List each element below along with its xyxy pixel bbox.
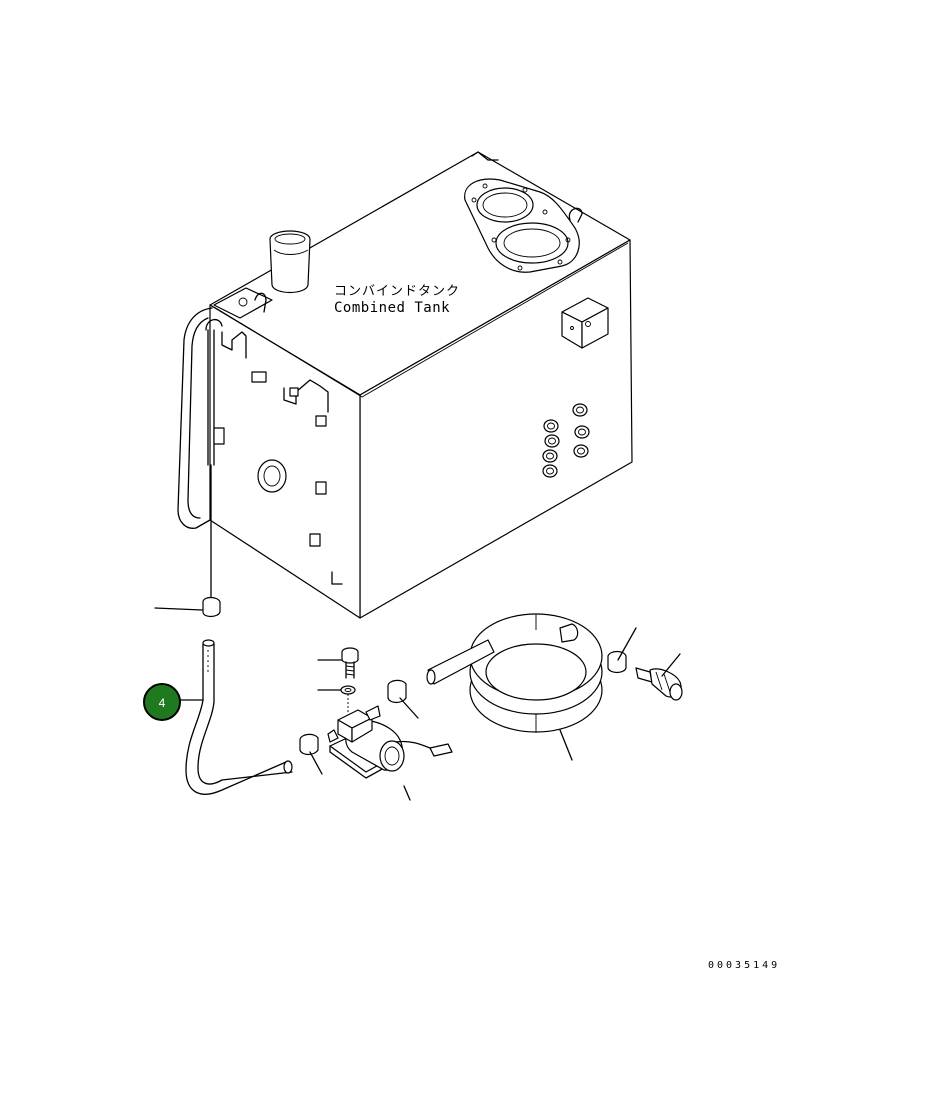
combined-tank: コンバインドタンク Combined Tank (177, 151, 633, 619)
badge-circle-icon (143, 683, 181, 721)
hose-part-4 (179, 639, 293, 795)
washer (317, 685, 356, 712)
clamp-tube (607, 627, 637, 674)
left-face-fittings (221, 331, 343, 585)
clamp-pump-left (299, 733, 323, 775)
lift-bracket-left (213, 287, 273, 319)
clamp-pump-right (387, 679, 419, 719)
drawing-number: 00035149 (708, 960, 780, 971)
badge-number: 4 (159, 696, 166, 710)
bolt (317, 647, 359, 679)
port-fittings (542, 403, 590, 478)
valve-fitting (635, 653, 683, 701)
junction-box (561, 297, 609, 349)
pump (327, 705, 453, 801)
coiled-tube (426, 613, 603, 761)
access-cover (464, 178, 583, 273)
filler-neck (269, 230, 311, 294)
hose-clamp-upper (154, 596, 221, 618)
callout-badge-4[interactable]: 4 (143, 683, 181, 721)
tank-label-jp: コンバインドタンク (334, 284, 460, 299)
tank-label-en: Combined Tank (334, 300, 450, 316)
